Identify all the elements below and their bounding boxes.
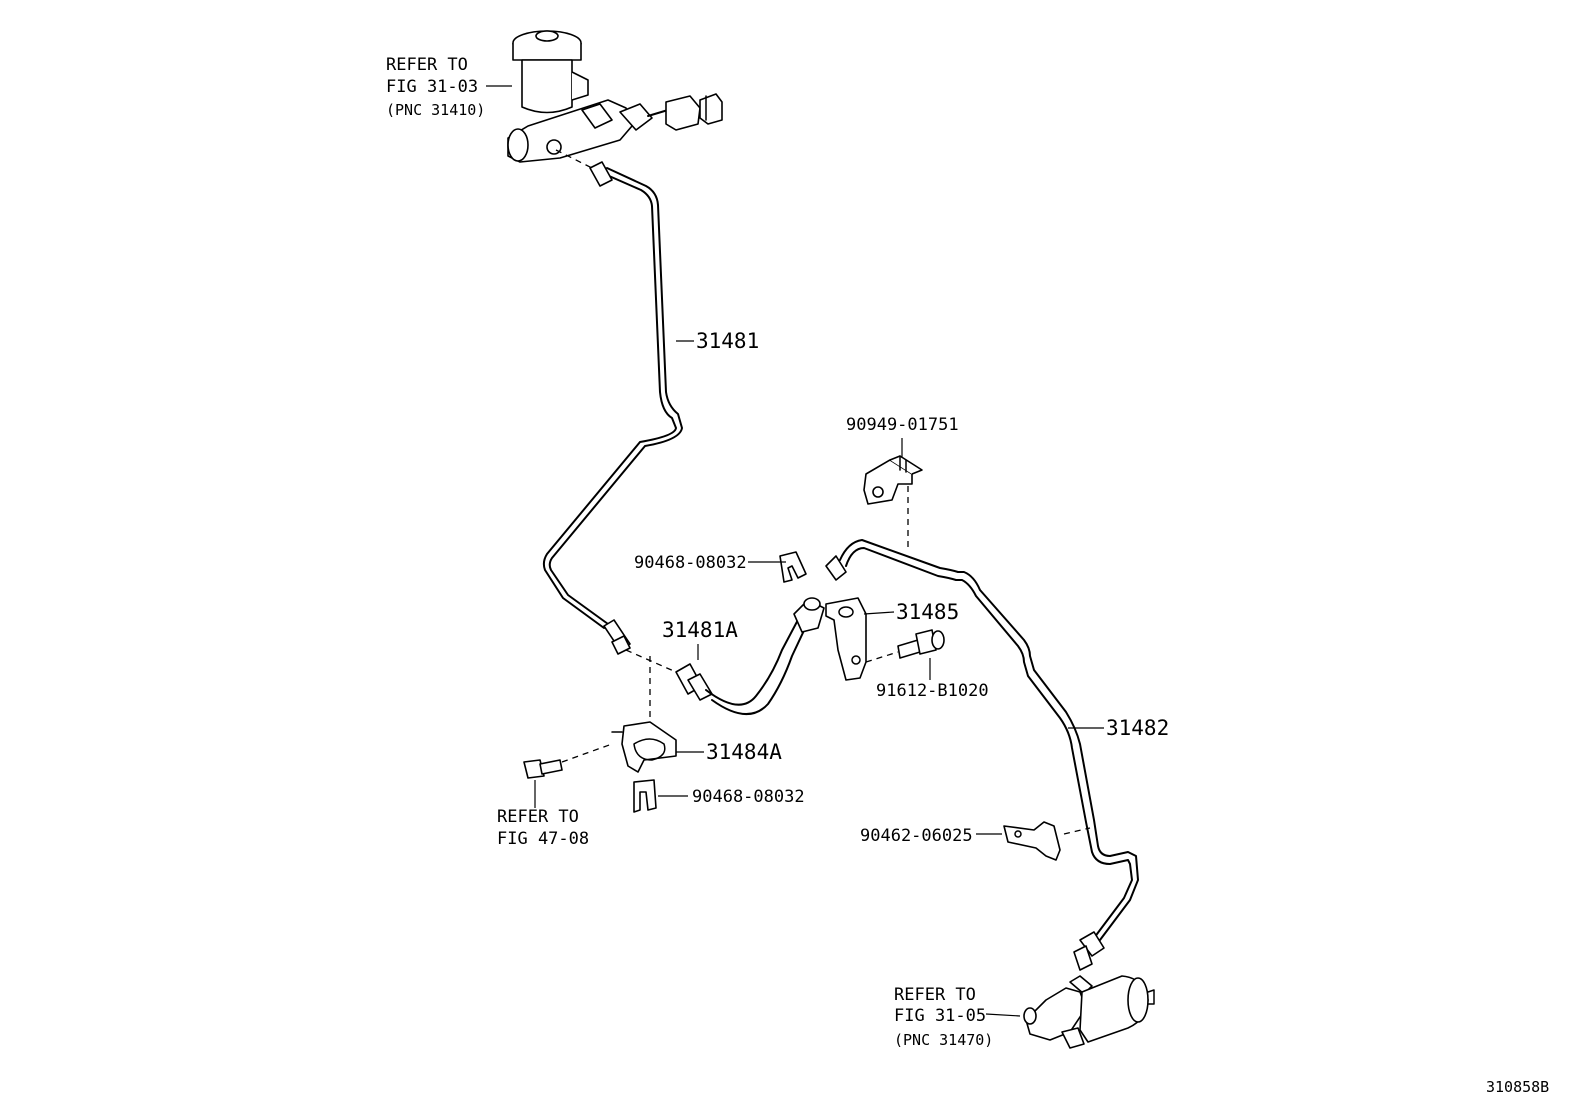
label-clip-upper: 90468-08032 [634,553,747,573]
flexible-hose-31481A [675,597,825,716]
callout-line: FIG 47-08 [497,829,589,849]
clip-upper [779,551,807,583]
label-31482: 31482 [1106,716,1169,740]
callout-line: (PNC 31470) [894,1031,993,1049]
label-31481A: 31481A [662,618,738,642]
label-90462: 90462-06025 [860,826,973,846]
callout-line: FIG 31-05 [894,1006,986,1026]
label-31485: 31485 [896,600,959,624]
bolt-lower-left [523,759,563,779]
callout-release-cylinder: REFER TO FIG 31-05 (PNC 31470) [894,985,993,1049]
callout-line: (PNC 31410) [386,101,485,119]
callout-line: REFER TO [894,985,976,1005]
clamp-lower [1003,821,1061,861]
bracket-31485 [825,597,867,681]
callout-line: REFER TO [386,55,468,75]
diagram-id: 310858B [1486,1078,1549,1096]
label-31484A: 31484A [706,740,782,764]
label-90949: 90949-01751 [846,415,959,435]
clutch-tube-31482 [825,539,1139,971]
bracket-31484A [611,721,677,773]
label-clip-lower: 90468-08032 [692,787,805,807]
callout-master-cylinder: REFER TO FIG 31-03 (PNC 31410) [386,55,485,119]
clamp-top [863,455,923,505]
clip-lower [633,779,657,813]
clutch-tube-31481 [542,161,683,655]
bolt-91612 [897,629,945,659]
release-cylinder [1023,975,1155,1049]
callout-line: REFER TO [497,807,579,827]
master-cylinder [507,30,723,163]
label-91612: 91612-B1020 [876,681,989,701]
callout-line: FIG 31-03 [386,77,478,97]
label-31481: 31481 [696,329,759,353]
callout-bolt: REFER TO FIG 47-08 [497,807,589,849]
